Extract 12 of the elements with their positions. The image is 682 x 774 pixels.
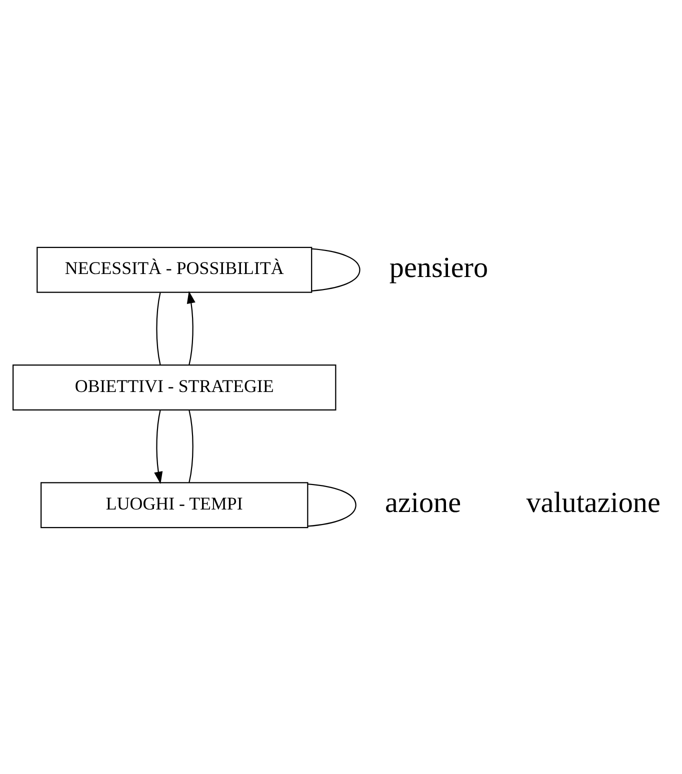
node-box: NECESSITÀ - POSSIBILITÀ [36,246,312,292]
node-box: OBIETTIVI - STRATEGIE [12,364,336,410]
arrow [186,290,196,364]
connector [188,410,194,482]
node-box: LUOGHI - TEMPI [40,482,308,528]
label: azione [385,486,462,519]
connector [312,248,360,291]
connector [308,482,356,526]
arrow [154,410,163,484]
label: pensiero [389,251,488,284]
label: valutazione [526,486,660,519]
connector [156,292,161,364]
